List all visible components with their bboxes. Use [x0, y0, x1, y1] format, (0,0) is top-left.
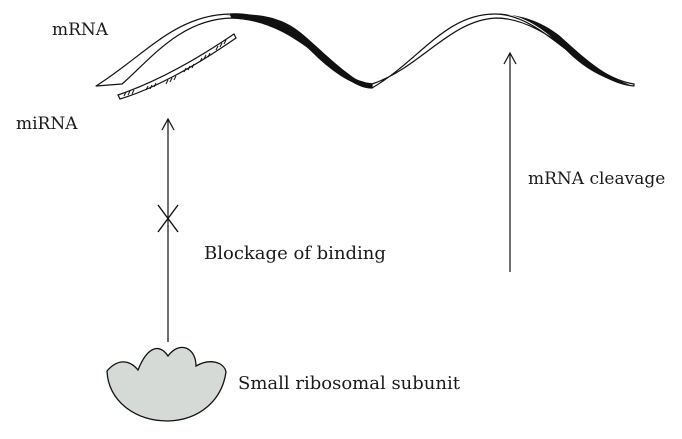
small-ribosomal-subunit-label: Small ribosomal subunit [238, 373, 460, 394]
mrna-ribbon-front-2 [371, 13, 635, 89]
mirna-label: miRNA [16, 114, 78, 134]
mrna-label: mRNA [52, 20, 109, 40]
blockage-of-binding-label: Blockage of binding [204, 243, 386, 264]
mirna-base-pairs [123, 39, 227, 97]
mrna-ribbon-shade-2 [488, 13, 634, 86]
cleavage-arrowhead [503, 51, 517, 65]
blockage-x-mark [157, 204, 179, 233]
binding-arrowhead [161, 117, 175, 131]
small-ribosomal-subunit [106, 346, 227, 422]
mrna-ribbon-front-1 [95, 13, 373, 89]
mrna-cleavage-label: mRNA cleavage [528, 169, 666, 189]
mrna-ribbon-shade-1 [226, 14, 372, 88]
